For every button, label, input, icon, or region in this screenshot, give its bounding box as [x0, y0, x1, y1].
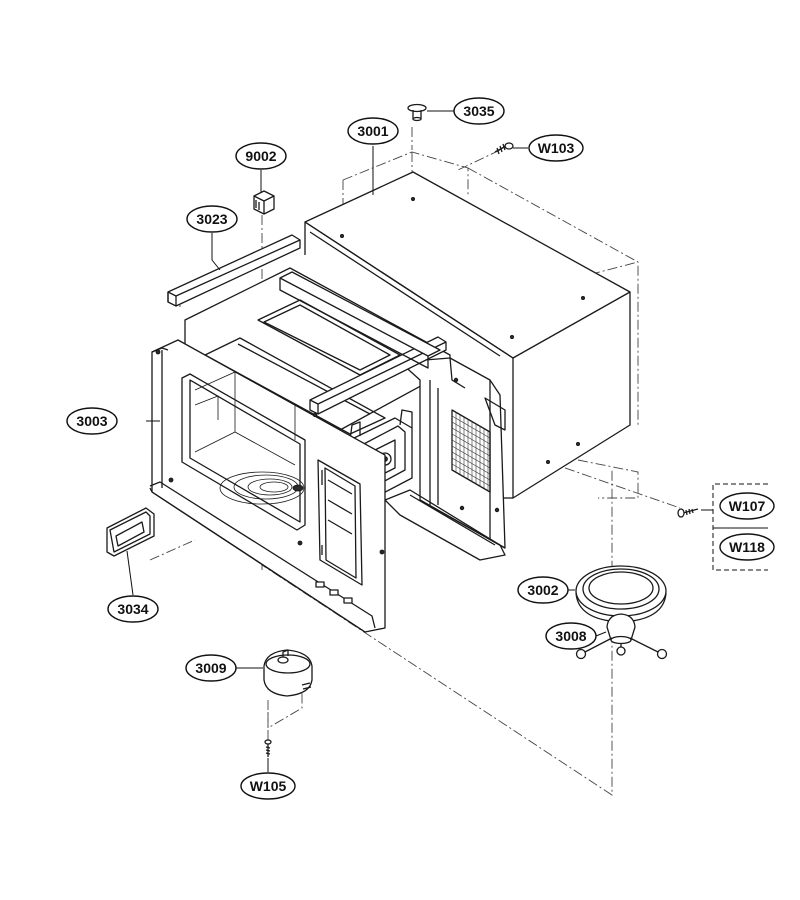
screw-group-box — [712, 483, 768, 571]
screw-w103 — [494, 142, 514, 155]
callout-3034: 3034 — [107, 595, 159, 623]
cover-plate — [106, 507, 155, 557]
cabinet-rail — [167, 234, 447, 415]
leader-lines — [126, 110, 713, 772]
screw-w105 — [264, 739, 272, 757]
screw-w107 — [677, 508, 699, 518]
svg-text:3008: 3008 — [555, 628, 586, 644]
callout-w105: W105 — [240, 772, 296, 800]
callout-9002: 9002 — [235, 142, 287, 170]
callout-w118: W118 — [719, 533, 775, 561]
svg-text:3035: 3035 — [463, 103, 494, 119]
callout-3001: 3001 — [347, 117, 399, 145]
rubber-foot — [407, 103, 427, 122]
front-plate — [149, 339, 386, 633]
callout-3035: 3035 — [453, 97, 505, 125]
svg-text:W105: W105 — [250, 778, 287, 794]
svg-text:3003: 3003 — [76, 413, 107, 429]
glass-tray — [575, 565, 667, 623]
outer-cabinet — [304, 171, 631, 499]
ventilation-grille — [451, 409, 491, 493]
turntable-motor — [263, 649, 313, 697]
roller-rest — [575, 613, 668, 660]
callout-3023: 3023 — [186, 205, 238, 233]
svg-text:3034: 3034 — [117, 601, 148, 617]
small-cube-part — [253, 190, 275, 215]
callout-3002: 3002 — [517, 576, 569, 604]
svg-text:3001: 3001 — [357, 123, 388, 139]
svg-text:3023: 3023 — [196, 211, 227, 227]
callout-w103: W103 — [528, 134, 584, 162]
svg-text:W118: W118 — [729, 539, 765, 555]
svg-text:9002: 9002 — [245, 148, 276, 164]
svg-text:W103: W103 — [538, 140, 575, 156]
svg-text:W107: W107 — [729, 498, 766, 514]
svg-text:3009: 3009 — [195, 660, 226, 676]
callout-3009: 3009 — [185, 654, 237, 682]
callout-3003: 3003 — [66, 407, 118, 435]
svg-text:3002: 3002 — [527, 582, 558, 598]
callout-3008: 3008 — [545, 622, 597, 650]
callout-w107: W107 — [719, 492, 775, 520]
